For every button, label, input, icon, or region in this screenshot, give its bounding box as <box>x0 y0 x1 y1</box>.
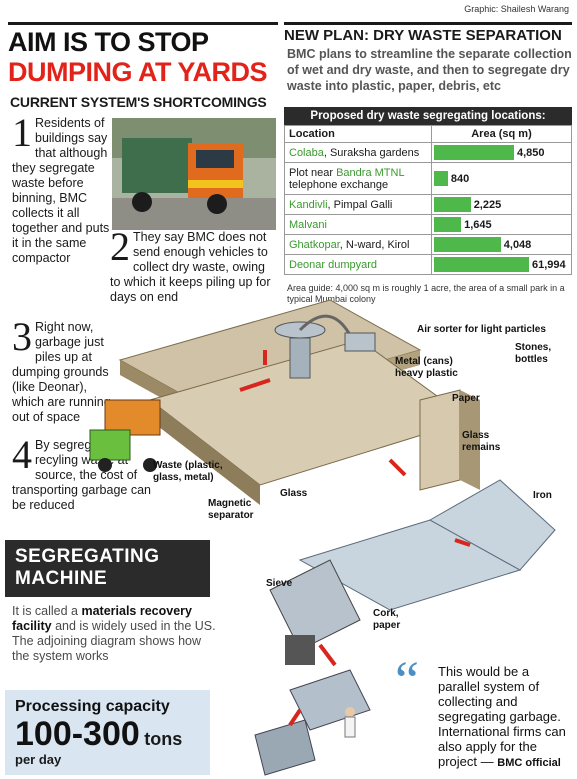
shortcoming-2-number: 2 <box>110 224 130 269</box>
label-glass-remains: Glass remains <box>462 430 501 453</box>
shortcoming-3-number: 3 <box>12 314 32 359</box>
shortcoming-3-text: Right now, garbage just piles up at dump… <box>12 320 111 424</box>
plan-intro: BMC plans to streamline the separate col… <box>287 47 572 93</box>
machine-desc-pre: It is called a <box>12 604 82 618</box>
area-value: 1,645 <box>464 218 492 231</box>
location-highlight: Deonar dumpyard <box>289 258 378 271</box>
capacity-unit: tons <box>144 729 183 749</box>
location-cell: Malvani <box>284 214 432 235</box>
label-air-sorter: Air sorter for light particles <box>417 324 546 335</box>
label-cork: Cork, paper <box>373 608 401 631</box>
area-bar <box>434 197 471 212</box>
label-sieve: Sieve <box>266 578 293 589</box>
location-rest: , N-ward, Kirol <box>339 238 410 251</box>
machine-desc-post: and is widely used in the US. The adjoin… <box>12 619 216 663</box>
location-highlight: Kandivli <box>289 198 328 211</box>
quote-icon: “ <box>395 650 419 710</box>
area-value: 4,048 <box>503 238 532 251</box>
shortcoming-4-number: 4 <box>12 432 32 477</box>
label-magnetic: Magnetic separator <box>208 498 254 521</box>
machine-desc-bold: materials recovery facility <box>12 604 192 633</box>
capacity-sub: per day <box>15 752 62 767</box>
shortcoming-2-text: They say BMC does not send enough vehicl… <box>110 230 271 304</box>
label-stones: Stones, bottles <box>515 342 552 365</box>
area-bar <box>434 257 529 272</box>
label-metal: Metal (cans) heavy plastic <box>395 356 458 379</box>
headline-line-2: DUMPING AT YARDS <box>8 57 268 87</box>
machine-title-line-2: MACHINE <box>15 568 108 589</box>
machine-title-line-1: SEGREGATING <box>15 546 160 567</box>
area-cell: 61,994 <box>431 254 572 275</box>
table-row: Deonar dumpyard 61,994 <box>284 254 572 275</box>
shortcoming-3: 3 Right now, garbage just piles up at du… <box>12 314 120 425</box>
capacity-value: 100-300 <box>15 715 140 753</box>
col-area: Area (sq m) <box>431 125 572 143</box>
table-title: Proposed dry waste segregating locations… <box>284 107 572 125</box>
area-value: 2,225 <box>473 198 502 211</box>
area-cell: 840 <box>431 162 572 195</box>
location-highlight: Malvani <box>289 218 327 231</box>
shortcoming-1-text: Residents of buildings say that although… <box>12 116 110 265</box>
capacity-label: Processing capacity <box>15 698 170 715</box>
label-iron: Iron <box>533 490 552 501</box>
area-bar <box>434 145 514 160</box>
shortcoming-1-number: 1 <box>12 110 32 155</box>
area-bar <box>434 171 448 186</box>
area-cell: 1,645 <box>431 214 572 235</box>
area-bar <box>434 217 462 232</box>
label-glass: Glass <box>280 488 308 499</box>
quote-text: This would be a parallel system of colle… <box>438 664 566 769</box>
location-cell: Deonar dumpyard <box>284 254 432 275</box>
location-rest: , Suraksha gardens <box>323 146 420 159</box>
location-highlight: Colaba <box>289 146 324 159</box>
area-value: 61,994 <box>532 258 566 271</box>
segregating-machine-heading: SEGREGATING MACHINE <box>5 540 210 597</box>
area-cell: 4,048 <box>431 234 572 255</box>
official-quote: This would be a parallel system of colle… <box>438 664 573 771</box>
graphic-credit: Graphic: Shailesh Warang <box>464 4 569 14</box>
table-row: Malvani 1,645 <box>284 214 572 235</box>
shortcoming-4: 4 By segregating recyling waste at sourc… <box>12 432 152 513</box>
locations-table: Proposed dry waste segregating locations… <box>284 107 572 275</box>
area-guide: Area guide: 4,000 sq m is roughly 1 acre… <box>287 283 565 304</box>
garbage-truck-photo <box>112 118 276 230</box>
processing-capacity-box: Processing capacity 100-300 tons per day <box>5 690 210 775</box>
quote-attribution: BMC official <box>497 757 561 769</box>
location-rest: , Pimpal Galli <box>327 198 393 211</box>
shortcomings-title: CURRENT SYSTEM'S SHORTCOMINGS <box>10 94 267 110</box>
label-waste: Waste (plastic, glass, metal) <box>153 460 223 483</box>
plan-title: NEW PLAN: DRY WASTE SEPARATION <box>284 22 572 44</box>
location-rest: Plot near <box>289 166 337 179</box>
headline-line-1: AIM IS TO STOP <box>8 27 209 57</box>
table-row: Kandivli, Pimpal Galli 2,225 <box>284 194 572 215</box>
table-row: Ghatkopar, N-ward, Kirol 4,048 <box>284 234 572 255</box>
machine-description: It is called a materials recovery facili… <box>12 604 217 664</box>
shortcoming-2: 2 They say BMC does not send enough vehi… <box>110 224 275 305</box>
area-value: 840 <box>450 172 470 185</box>
location-highlight: Ghatkopar <box>289 238 340 251</box>
headline: AIM IS TO STOP DUMPING AT YARDS <box>8 22 278 92</box>
shortcoming-1: 1 Residents of buildings say that althou… <box>12 110 112 266</box>
area-value: 4,850 <box>517 146 545 159</box>
location-cell: Kandivli, Pimpal Galli <box>284 194 432 215</box>
location-highlight: Bandra MTNL <box>336 166 405 179</box>
area-bar <box>434 237 501 252</box>
label-paper: Paper <box>452 393 480 404</box>
location-rest-2: telephone exchange <box>289 178 389 191</box>
